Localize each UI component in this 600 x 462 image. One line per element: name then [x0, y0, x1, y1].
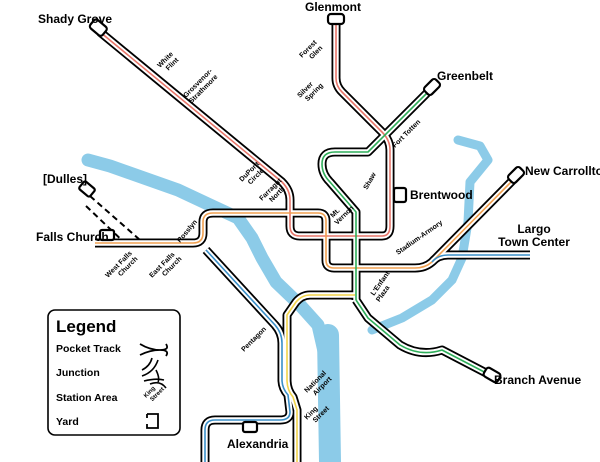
label-largo-2: Town Center — [498, 235, 570, 249]
new-carrollton-yard-icon — [506, 165, 526, 185]
green-yellow-north-track-line — [321, 89, 431, 300]
pocket-track-icon — [139, 343, 169, 357]
orange-blue-track-line — [95, 177, 516, 269]
legend-label-pocket-track: Pocket Track — [56, 343, 121, 355]
red-line-track-line — [99, 22, 391, 237]
branch-avenue-yard-icon — [482, 366, 502, 384]
station-shaw: Shaw — [363, 171, 378, 191]
label-brentwood: Brentwood — [410, 188, 473, 202]
station-east-falls-church: East Falls Church — [148, 251, 183, 279]
yards — [78, 12, 526, 434]
station-pentagon: Pentagon — [240, 326, 267, 353]
label-dulles: [Dulles] — [43, 172, 87, 186]
dulles-extension — [85, 195, 141, 247]
brentwood-yard-icon — [392, 186, 408, 204]
label-alexandria: Alexandria — [227, 437, 289, 451]
legend-box — [47, 309, 181, 436]
junction-icon — [141, 357, 167, 389]
shady-grove-yard-icon — [88, 18, 108, 37]
terminal-labels: Shady Grove Glenmont Greenbelt New Carro… — [36, 0, 600, 451]
label-largo-1: Largo — [517, 222, 550, 236]
label-branch-avenue: Branch Avenue — [494, 373, 581, 387]
blue-line-south-track-line — [204, 249, 291, 462]
potomac-river-lower — [317, 324, 341, 462]
yellow-line-track-line — [286, 294, 355, 462]
legend-label-junction: Junction — [56, 367, 100, 379]
label-glenmont: Glenmont — [305, 0, 361, 14]
station-lenfant: L'Enfant Plaza — [370, 270, 392, 303]
blue-silver-east-track-line — [431, 254, 530, 263]
station-forest-glen: Forest Glen — [298, 39, 324, 61]
label-new-carrollton: New Carrollton — [525, 164, 600, 178]
tracks — [95, 22, 530, 462]
legend-label-station-area: Station Area — [56, 392, 118, 404]
label-greenbelt: Greenbelt — [437, 69, 493, 83]
station-west-falls-church: West Falls Church — [104, 250, 139, 279]
station-white-flint: White Flint — [156, 51, 180, 72]
green-line-south-track-line — [355, 299, 491, 376]
dulles-yard-icon — [78, 180, 96, 198]
label-shady-grove: Shady Grove — [38, 12, 112, 26]
label-falls-church: Falls Church — [36, 230, 109, 244]
anacostia-river — [367, 135, 493, 335]
water — [81, 135, 493, 462]
glenmont-yard-icon — [326, 12, 346, 26]
legend: Legend Pocket Track Junction Station Are… — [47, 309, 181, 436]
station-silver-spring: Silver Spring — [296, 81, 324, 103]
falls-church-yard-icon — [98, 228, 116, 242]
yard-icon — [146, 413, 159, 429]
legend-label-yard: Yard — [56, 416, 79, 428]
alexandria-yard-icon — [241, 420, 259, 434]
station-grosvenor: Grosvenor- Strathmore — [182, 67, 219, 105]
greenbelt-yard-icon — [422, 77, 442, 97]
legend-title: Legend — [56, 317, 116, 336]
